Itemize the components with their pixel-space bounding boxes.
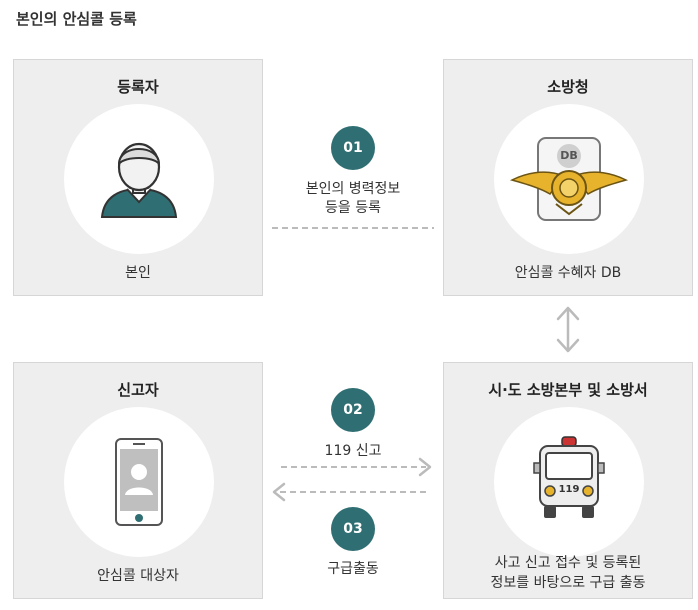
reporter-caption: 안심콜 대상자	[97, 568, 179, 584]
smartphone-icon	[115, 438, 163, 526]
fire-agency-caption: 안심콜 수혜자 DB	[514, 265, 622, 281]
page-title: 본인의 안심콜 등록	[16, 10, 137, 28]
step-02-text: 119 신고	[324, 443, 382, 459]
step-03-badge: 03	[331, 507, 375, 551]
reporter-box: 신고자 안심콜 대상자	[13, 362, 263, 599]
registrant-title: 등록자	[117, 78, 159, 96]
fire-station-caption-line1: 사고 신고 접수 및 등록된	[494, 555, 642, 571]
fire-agency-circle: DB	[494, 104, 644, 254]
reporter-title: 신고자	[117, 381, 159, 399]
fire-agency-box: 소방청 DB 안심콜 수혜자 DB	[443, 59, 693, 296]
ambulance-number: 119	[558, 484, 580, 495]
dispatch-arrow-icon	[272, 482, 428, 502]
fire-agency-emblem-icon	[509, 137, 629, 221]
fire-station-caption-line2: 정보를 바탕으로 구급 출동	[490, 575, 646, 591]
step-02-badge: 02	[331, 388, 375, 432]
bidirectional-arrow-icon	[556, 306, 580, 353]
fire-agency-title: 소방청	[547, 78, 589, 96]
step-01-text-line1: 본인의 병력정보	[305, 181, 401, 197]
registrant-caption: 본인	[125, 265, 151, 281]
fire-station-circle: 119	[494, 407, 644, 557]
person-icon	[100, 142, 178, 218]
step-03-text: 구급출동	[327, 561, 379, 577]
step-01-text-line2: 등을 등록	[325, 200, 381, 216]
registrant-circle	[64, 104, 214, 254]
registrant-box: 등록자 본인	[13, 59, 263, 296]
fire-station-title: 시·도 소방본부 및 소방서	[488, 381, 648, 399]
reporter-circle	[64, 407, 214, 557]
db-label: DB	[560, 149, 578, 162]
step-01-badge: 01	[331, 126, 375, 170]
fire-station-box: 시·도 소방본부 및 소방서 119 사고 신고 접수 및 등록된 정보를 바탕…	[443, 362, 693, 599]
report-arrow-icon	[281, 457, 432, 477]
ambulance-icon	[533, 436, 605, 518]
